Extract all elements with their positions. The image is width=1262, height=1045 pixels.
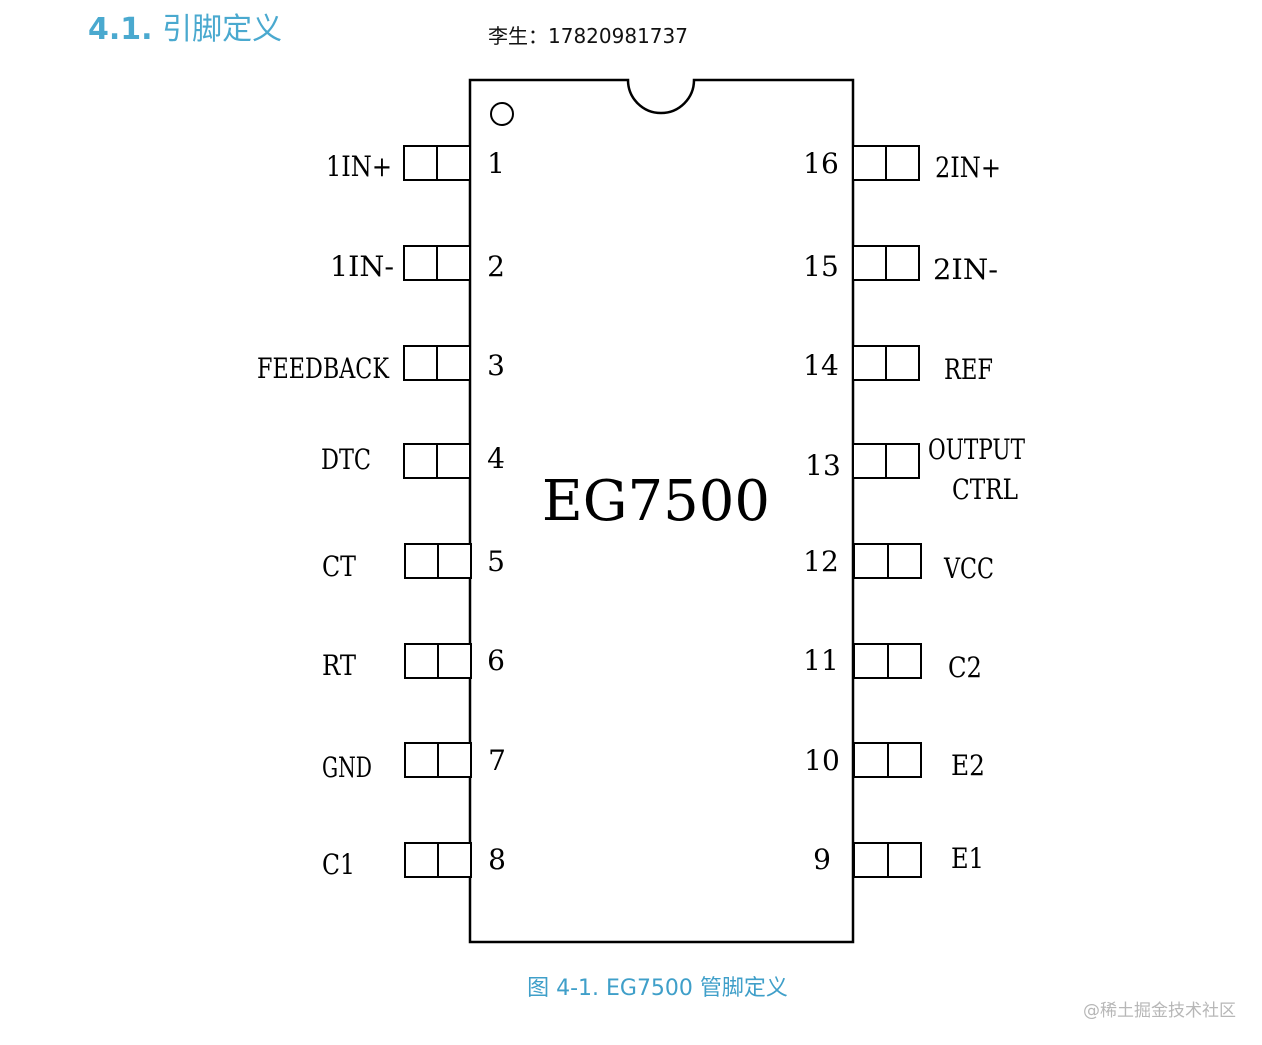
section-title: 4.1. 引脚定义 xyxy=(88,4,282,48)
section-number: 4.1. xyxy=(88,12,153,47)
pin-12-number: 12 xyxy=(803,545,839,578)
pin-11-label: C2 xyxy=(948,651,982,684)
pin-14-label: REF xyxy=(944,353,993,386)
pin-16: 16 2IN+ xyxy=(803,145,1001,184)
pin-5: CT 5 xyxy=(322,543,505,583)
pin-15: 15 2IN- xyxy=(803,245,998,286)
pin-7: GND 7 xyxy=(322,742,506,784)
pin-1-number: 1 xyxy=(487,147,505,180)
chip-body xyxy=(468,78,855,944)
figure-caption: 图 4-1. EG7500 管脚定义 xyxy=(527,976,788,1001)
pin-7-label: GND xyxy=(322,751,372,784)
pin-10-number: 10 xyxy=(804,744,840,777)
pin-12: 12 VCC xyxy=(803,543,994,585)
pin-6-number: 6 xyxy=(487,644,505,677)
pin-2-label: 1IN- xyxy=(330,250,394,283)
pin-3-label: FEEDBACK xyxy=(257,352,390,385)
pin-14-number: 14 xyxy=(803,349,839,382)
pin-16-label: 2IN+ xyxy=(935,151,1001,184)
pin-13-label: OUTPUT xyxy=(928,433,1025,466)
pin-10-label: E2 xyxy=(951,749,985,782)
pin-13: 13 OUTPUT CTRL xyxy=(805,433,1025,506)
contact-info: 李生：17820981737 xyxy=(488,24,688,48)
pin-15-label: 2IN- xyxy=(933,253,998,286)
pin-9: 9 E1 xyxy=(813,842,984,878)
pin-3: FEEDBACK 3 xyxy=(257,345,505,385)
pin-4: DTC 4 xyxy=(321,442,505,479)
pin-3-number: 3 xyxy=(487,349,505,382)
pin-4-number: 4 xyxy=(487,442,505,475)
pin-9-number: 9 xyxy=(813,843,831,876)
pin-16-number: 16 xyxy=(803,147,839,180)
pin-11: 11 C2 xyxy=(803,643,982,684)
pin-2: 1IN- 2 xyxy=(330,245,505,283)
pin-4-label: DTC xyxy=(321,443,371,476)
pin-8-number: 8 xyxy=(488,843,506,876)
section-title-text: 引脚定义 xyxy=(162,12,283,47)
left-pins: 1IN+ 1 1IN- 2 FEEDBACK 3 DTC 4 CT 5 xyxy=(257,145,506,881)
pin-6: RT 6 xyxy=(322,643,505,682)
pin-7-number: 7 xyxy=(488,744,506,777)
pin-13-number: 13 xyxy=(805,449,841,482)
watermark: @稀土掘金技术社区 xyxy=(1083,1001,1236,1021)
pin-5-number: 5 xyxy=(487,545,505,578)
pin-14: 14 REF xyxy=(803,345,993,386)
pin-15-number: 15 xyxy=(803,250,839,283)
pin-12-label: VCC xyxy=(943,552,994,585)
pin-2-number: 2 xyxy=(487,250,505,283)
pin-5-label: CT xyxy=(322,550,356,583)
pin-8: C1 8 xyxy=(322,842,506,881)
chip-name: EG7500 xyxy=(542,469,770,534)
right-pins: 16 2IN+ 15 2IN- 14 REF 13 OUTPUT CTRL 12… xyxy=(803,145,1025,878)
pin-11-number: 11 xyxy=(803,644,839,677)
pin-10: 10 E2 xyxy=(804,742,985,782)
pin-8-label: C1 xyxy=(322,848,355,881)
pin-1: 1IN+ 1 xyxy=(326,145,505,183)
pin-1-label: 1IN+ xyxy=(326,150,392,183)
pin-9-label: E1 xyxy=(951,842,984,875)
pin-6-label: RT xyxy=(322,649,356,682)
pin-13-label-line2: CTRL xyxy=(952,473,1018,506)
pin1-marker-icon xyxy=(490,102,514,126)
